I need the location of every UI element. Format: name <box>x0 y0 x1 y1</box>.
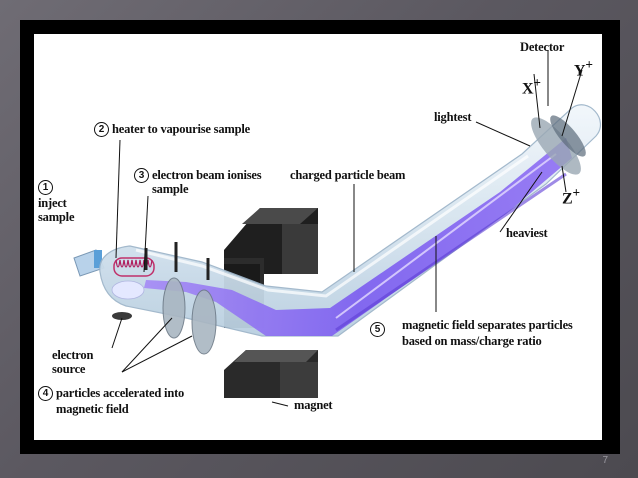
x-plus-label: X+ <box>522 75 541 98</box>
step-2-marker: 2 <box>94 122 109 137</box>
step-3-label-line2: sample <box>152 182 189 196</box>
lightest-label: lightest <box>434 110 472 124</box>
charged-particle-beam-label: charged particle beam <box>290 168 406 182</box>
mass-spectrometer-diagram: 1 inject sample 2 heater to vapourise sa… <box>34 34 602 440</box>
step-1-label-line2: sample <box>38 210 75 224</box>
accelerator-plate-1 <box>162 277 186 339</box>
y-plus-label: Y+ <box>574 57 593 80</box>
heavy-beam-line <box>335 172 567 332</box>
y-plus-sign: + <box>585 57 593 72</box>
y-letter: Y <box>574 62 586 80</box>
heaviest-label: heaviest <box>506 226 548 240</box>
detector-label: Detector <box>520 40 565 54</box>
step-5-label-line2: based on mass/charge ratio <box>402 334 542 348</box>
slide-page-number: 7 <box>602 455 608 466</box>
detector-plate <box>531 117 581 175</box>
tube-highlight <box>135 154 529 298</box>
electron-source-label-line1: electron <box>52 348 94 362</box>
step-3-label-line1: electron beam ionises <box>152 168 262 182</box>
accelerator-plate-2 <box>191 289 217 355</box>
electron-source-label-line2: source <box>52 362 86 376</box>
sample-vapour <box>111 280 145 300</box>
leader-lines <box>111 50 583 407</box>
z-letter: Z <box>562 190 573 208</box>
step-2-label: heater to vapourise sample <box>112 122 250 136</box>
nozzle-tip <box>94 250 102 268</box>
diagram-graphic <box>73 50 602 407</box>
electron-source <box>112 312 132 320</box>
beam-core-line <box>335 153 557 319</box>
step-4-marker: 4 <box>38 386 53 401</box>
step-3-marker: 3 <box>134 168 149 183</box>
step-1-marker: 1 <box>38 180 53 195</box>
glass-tube <box>99 104 602 337</box>
step-5-marker: 5 <box>370 322 385 337</box>
x-plus-sign: + <box>533 75 541 90</box>
step-4-label-line2: magnetic field <box>56 402 129 416</box>
z-plus-label: Z+ <box>562 185 580 208</box>
x-letter: X <box>522 80 534 98</box>
step-1-label-line1: inject <box>38 196 67 210</box>
magnet-lower-pole <box>224 350 318 398</box>
ion-beam <box>144 138 572 336</box>
magnet-label: magnet <box>294 398 333 412</box>
z-plus-sign: + <box>572 185 580 200</box>
step-4-label-line1: particles accelerated into <box>56 386 185 400</box>
detector-slot <box>550 115 586 157</box>
step-5-label-line1: magnetic field separates particles <box>402 318 573 332</box>
